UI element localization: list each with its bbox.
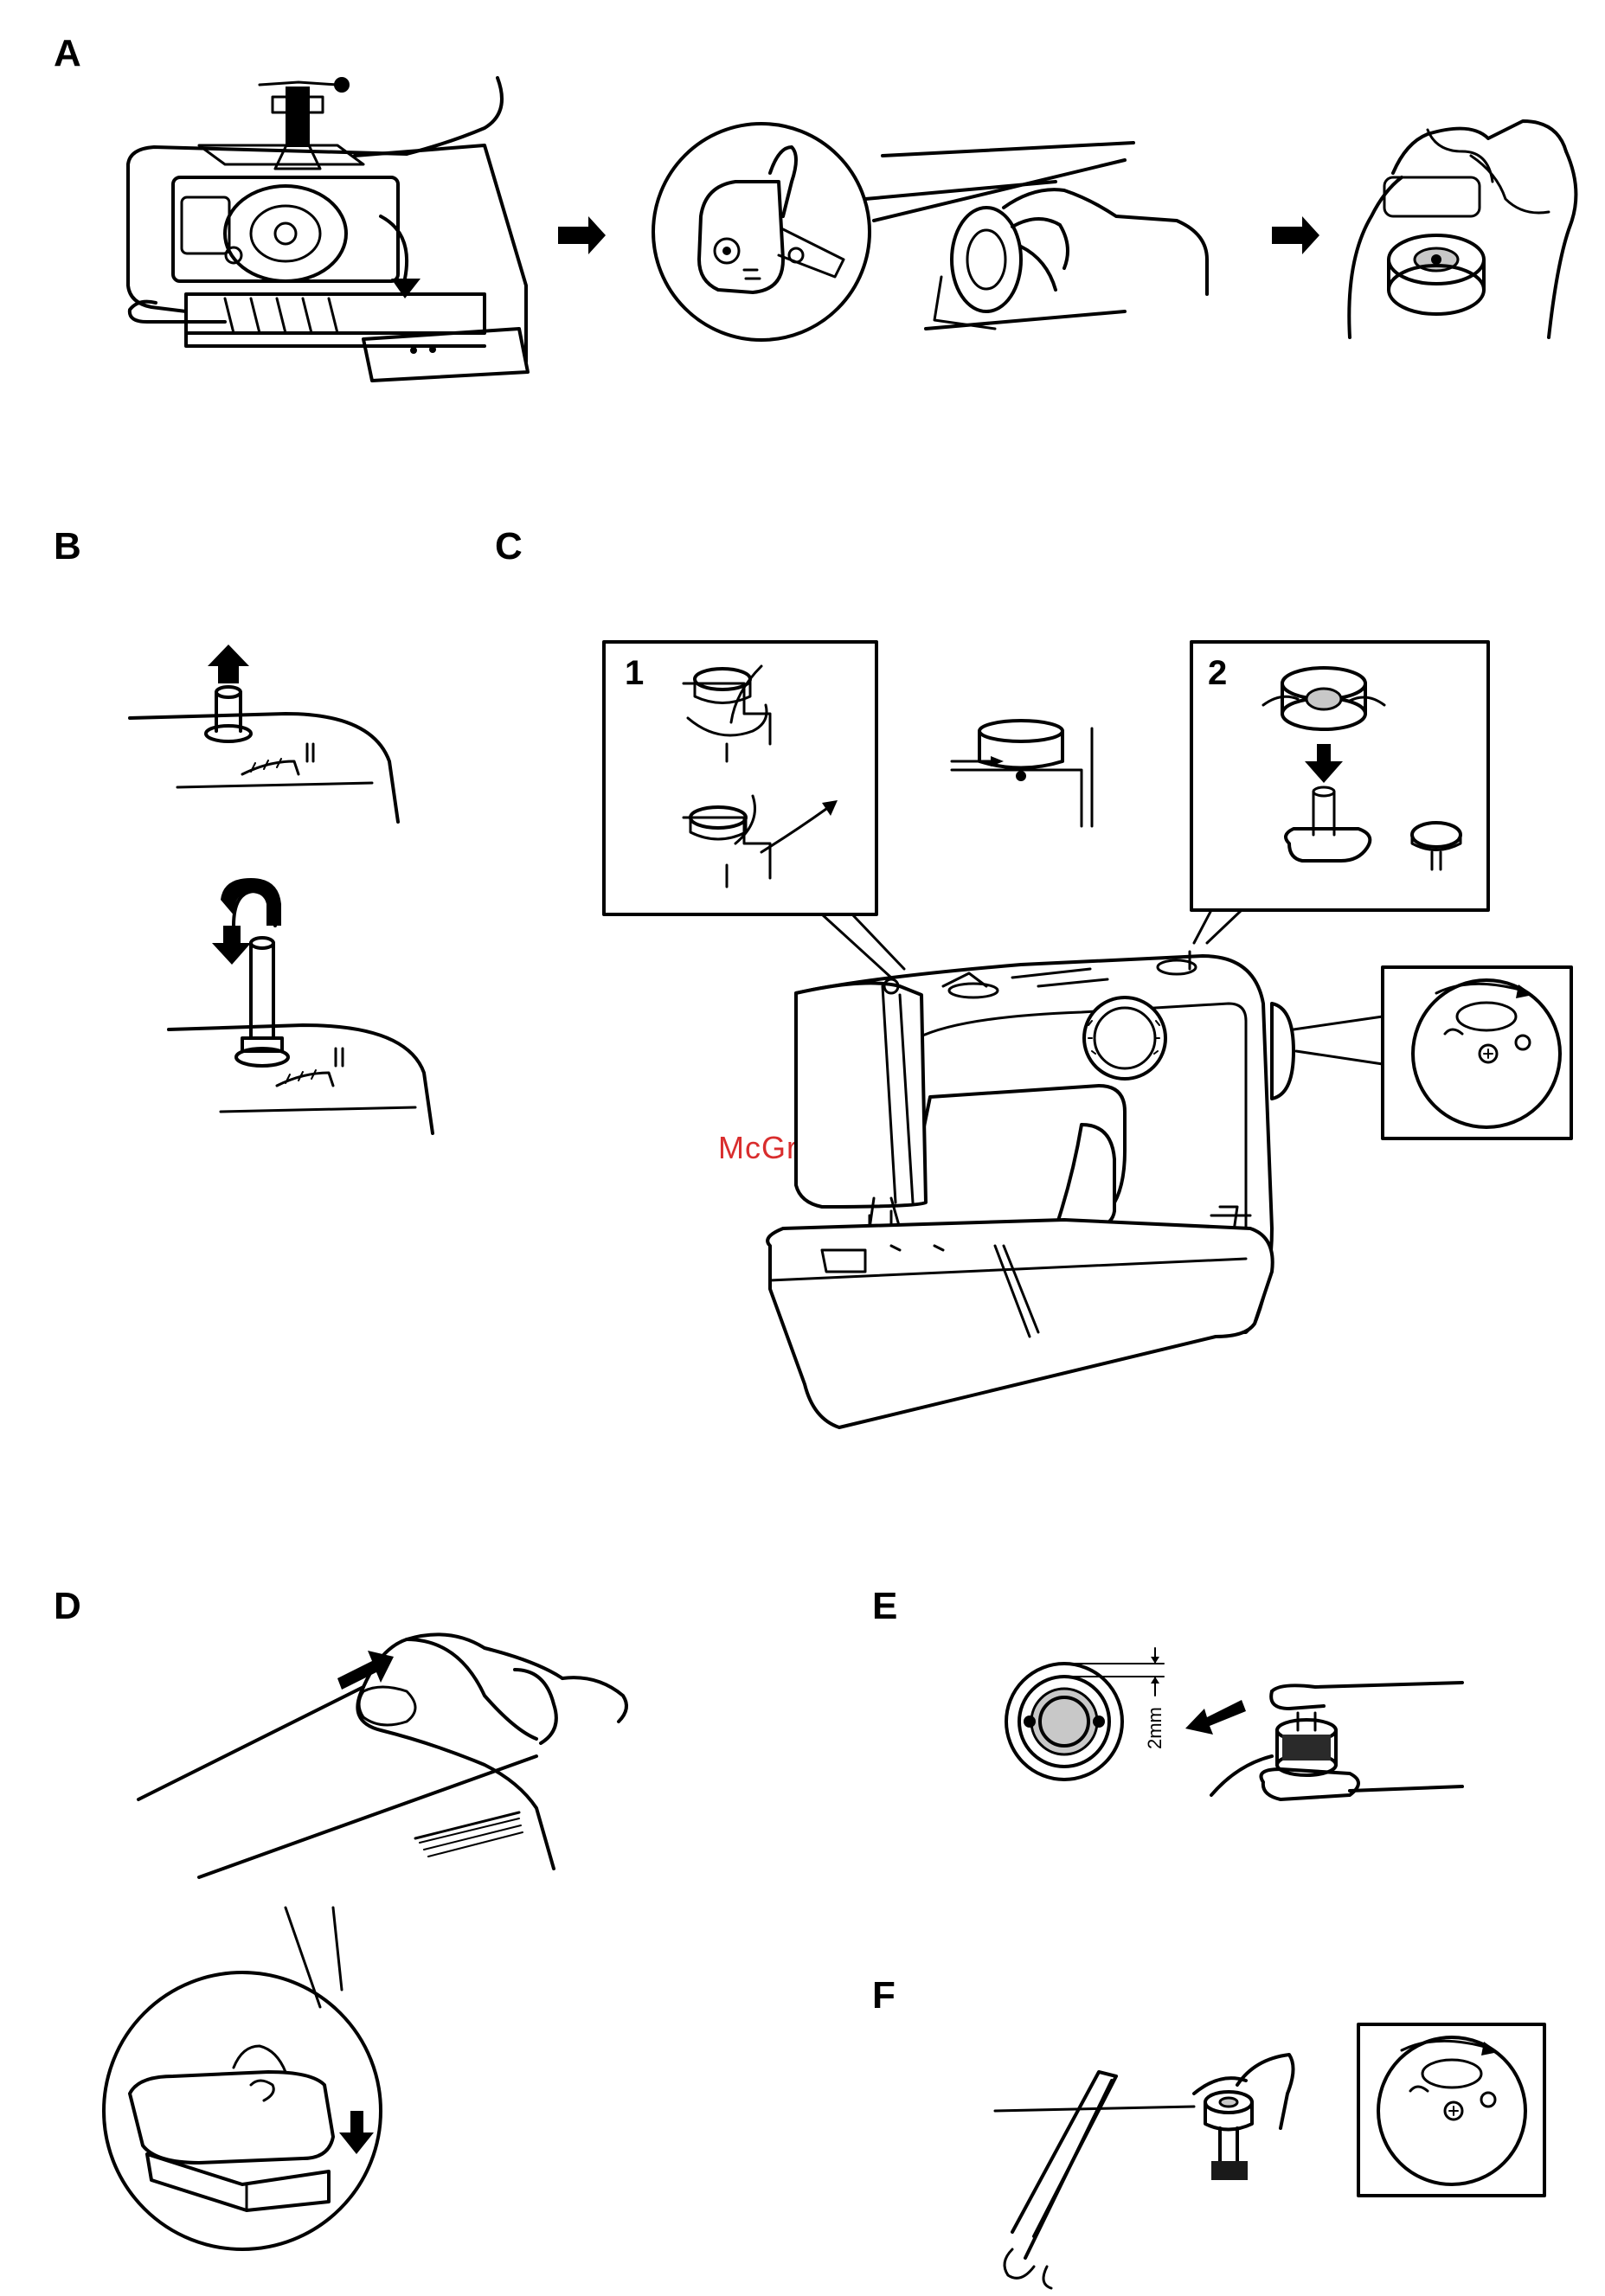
figure-b-spool-pin-up [130,645,398,822]
detail-box-2 [1191,642,1488,910]
figure-b-spool-pin-turn [169,878,433,1133]
arrow-right-icon [1272,216,1319,254]
detail-box-handwheel-f [1358,2024,1544,2196]
figure-f-cut-thread [995,2055,1294,2288]
spool-winder-center-detail [952,721,1092,826]
figure-e-bobbin-gap [1006,1648,1164,1780]
figure-c-sewing-machine [767,952,1294,1427]
figure-e-remove-bobbin [1211,1683,1462,1799]
detail-box-1 [604,642,876,914]
figure-a-remove-bobbin [1349,121,1576,337]
figure-d-bobbin-winding [138,1634,626,1877]
figure-a-machine-open-shuttle [128,77,528,381]
figure-d-foot-pedal [104,1908,381,2249]
figure-a-shuttle-detail [653,124,1207,340]
arrow-right-icon [558,216,606,254]
detail-box-handwheel [1383,967,1571,1138]
arrow-left-icon [1185,1700,1246,1735]
